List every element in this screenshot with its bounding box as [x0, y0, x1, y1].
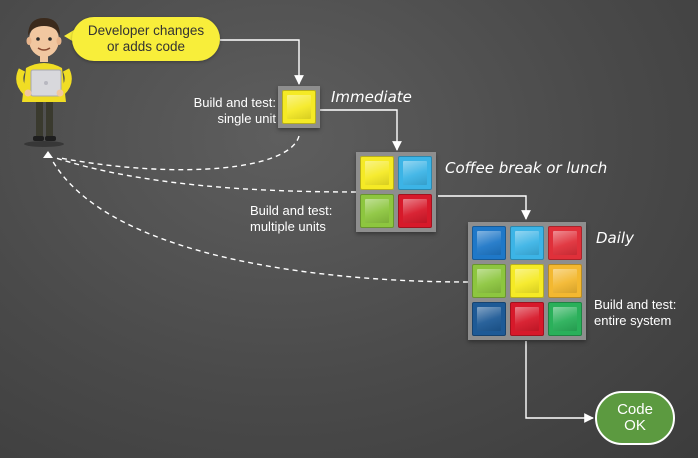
stage1-label-line1: Build and test:: [193, 95, 276, 110]
stage1-build-label: Build and test: single unit: [184, 95, 276, 127]
stage3-unit-tile-3: [548, 226, 582, 260]
speech-bubble-line2: or adds code: [106, 39, 186, 54]
stage2-unit-grid: [356, 152, 436, 232]
stage2-unit-tile-2: [398, 156, 432, 190]
stage3-unit-tile-9: [548, 302, 582, 336]
stage2-title: Coffee break or lunch: [445, 159, 608, 177]
code-ok-line1: Code: [617, 401, 653, 418]
stage2-unit-tile-1: [360, 156, 394, 190]
feedback-loop-stage3: [51, 159, 469, 283]
stage1-label-line2: single unit: [217, 111, 276, 126]
flow-arrow-stage2-to-stage3: [438, 195, 531, 220]
speech-bubble-line1: Developer changes: [87, 23, 205, 38]
stage3-unit-tile-2: [510, 226, 544, 260]
feedback-arrowhead: [43, 151, 53, 158]
developer-with-laptop-icon: [16, 18, 72, 147]
stage3-title: Daily: [596, 229, 634, 247]
stage3-label-line1: Build and test:: [594, 297, 677, 312]
stage3-unit-tile-8: [510, 302, 544, 336]
stage3-unit-tile-4: [472, 264, 506, 298]
feedback-loop-stage2: [55, 157, 357, 193]
stage2-unit-tile-3: [360, 194, 394, 228]
speech-bubble-tail: [64, 30, 74, 42]
stage3-unit-tile-5: [510, 264, 544, 298]
feedback-loop-stage1: [59, 135, 300, 171]
stage2-build-label: Build and test: multiple units: [250, 203, 332, 235]
stage2-label-line1: Build and test:: [250, 203, 333, 218]
stage3-unit-tile-1: [472, 226, 506, 260]
flow-arrow-stage1-to-stage2: [320, 109, 402, 151]
stage3-unit-grid: [468, 222, 586, 340]
flow-arrow-bubble-to-stage1: [220, 39, 304, 85]
stage1-unit-grid: [278, 86, 320, 128]
code-ok-line2: OK: [624, 417, 646, 434]
stage1-title: Immediate: [331, 88, 412, 106]
stage2-unit-tile-4: [398, 194, 432, 228]
stage3-label-line2: entire system: [594, 313, 672, 328]
stage3-unit-tile-6: [548, 264, 582, 298]
stage1-unit-tile-1: [282, 90, 316, 124]
stage3-build-label: Build and test: entire system: [594, 297, 676, 329]
flow-arrow-stage3-to-code-ok: [525, 341, 594, 423]
stage2-label-line2: multiple units: [250, 219, 326, 234]
speech-bubble: Developer changes or adds code: [72, 17, 220, 61]
stage3-unit-tile-7: [472, 302, 506, 336]
code-ok-badge: Code OK: [595, 391, 675, 445]
